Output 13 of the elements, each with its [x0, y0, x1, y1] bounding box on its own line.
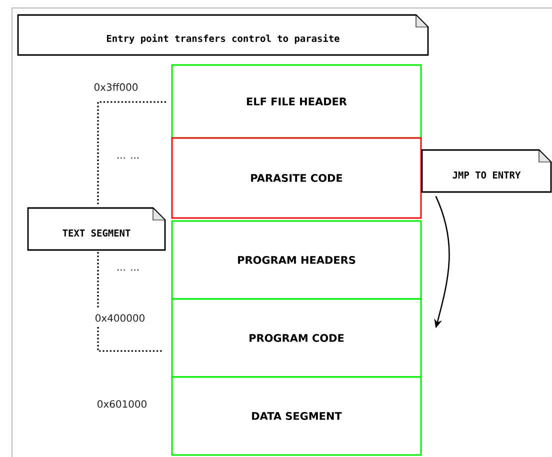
segment-box: PARASITE CODE [171, 137, 422, 219]
note-box: TEXT SEGMENT [27, 207, 166, 251]
address-label: 0x601000 [98, 400, 146, 408]
segment-box: DATA SEGMENT [171, 376, 422, 456]
note-box: JMP TO ENTRY [421, 149, 552, 193]
segment-box: PROGRAM CODE [171, 298, 422, 378]
note-box: Entry point transfers control to parasite [17, 14, 429, 56]
address-label: 0x400000 [96, 314, 144, 322]
segment-box: PROGRAM HEADERS [171, 220, 422, 300]
address-label: ... ... [117, 157, 139, 159]
address-label: ... ... [117, 269, 139, 271]
address-label: 0x3ff000 [94, 83, 138, 91]
segment-box: ELF FILE HEADER [171, 64, 422, 139]
